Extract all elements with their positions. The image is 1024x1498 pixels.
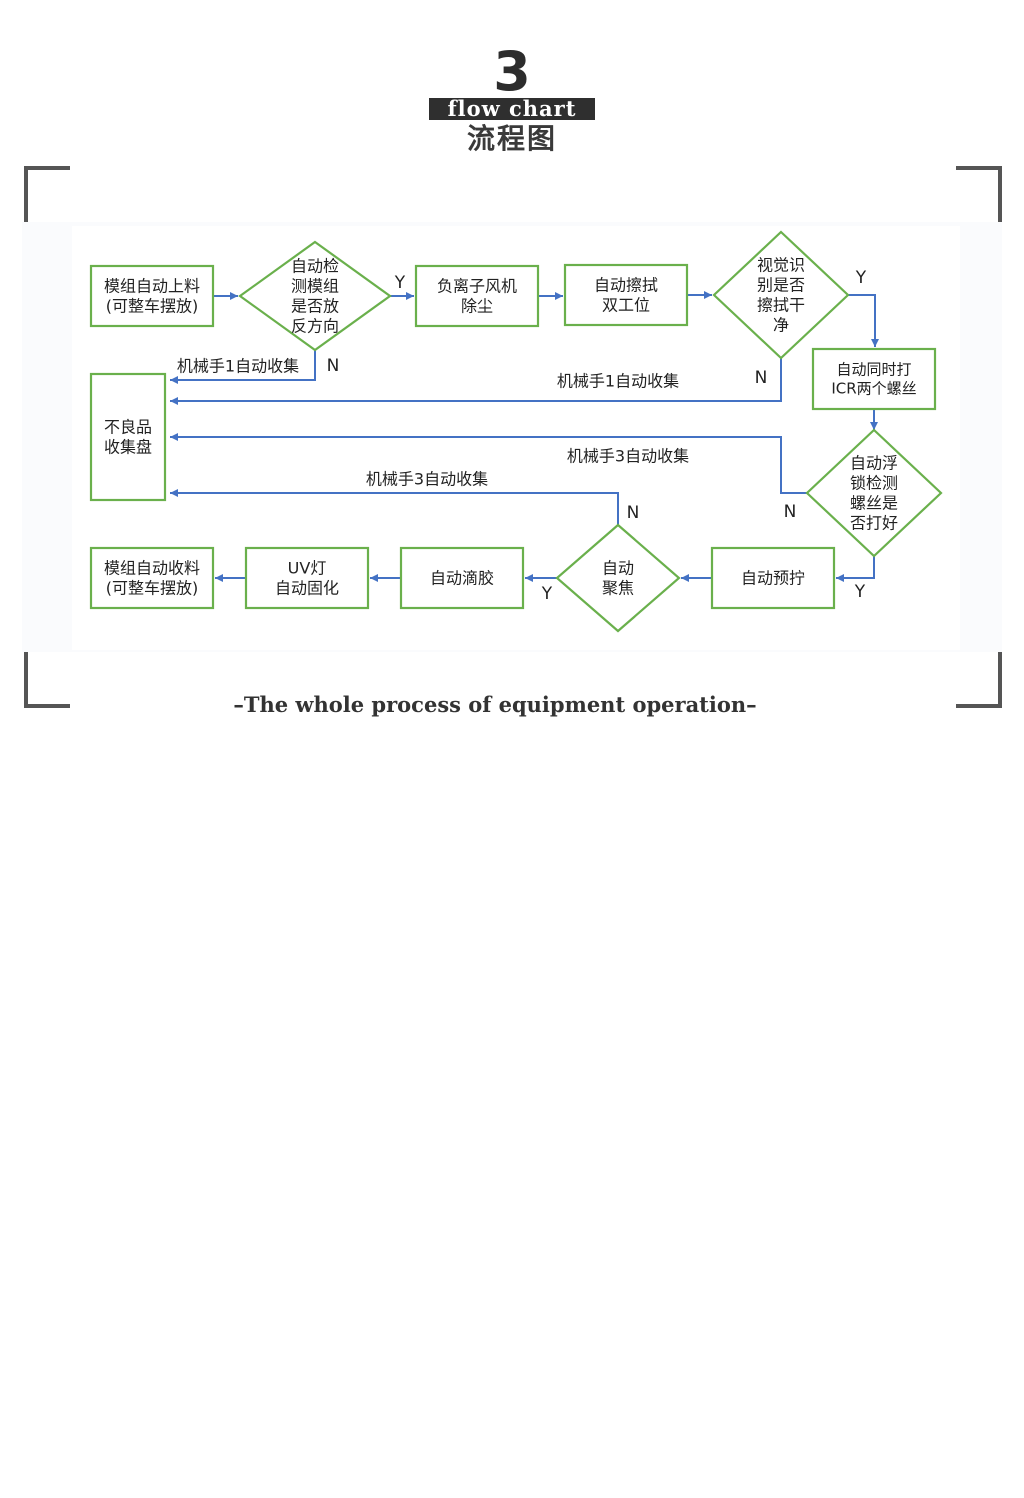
edge-label-n3: N xyxy=(784,502,797,522)
node-label-line: 擦拭干 xyxy=(757,296,805,315)
node-label-line: 测模组 xyxy=(291,277,339,296)
decision-diamond xyxy=(805,428,943,558)
caption: –The whole process of equipment operatio… xyxy=(233,692,757,717)
flow-chart-label: flow chart xyxy=(429,98,595,120)
edge-label-y4: Y xyxy=(541,584,553,604)
edge-check-no-reject xyxy=(170,350,316,384)
decision-diamond xyxy=(555,523,681,633)
edge-label-robot3-b: 机械手3自动收集 xyxy=(366,470,488,489)
node-label-line: 锁检测 xyxy=(850,474,898,493)
node-label-line: 别是否 xyxy=(757,276,805,295)
process-box xyxy=(811,347,937,411)
process-box xyxy=(89,264,215,328)
node-label-line: 自动检 xyxy=(291,257,339,276)
node-label-line: 自动固化 xyxy=(275,579,339,598)
flowchart-edges xyxy=(170,291,879,582)
process-box xyxy=(399,546,525,610)
flowchart-nodes: 模组自动上料(可整车摆放)自动检测模组是否放反方向负离子风机除尘自动擦拭双工位视… xyxy=(89,230,943,633)
node-label-line: 模组自动上料 xyxy=(104,277,200,296)
node-label-line: 自动同时打 xyxy=(836,361,911,379)
node-label-line: 负离子风机 xyxy=(437,277,517,296)
decision-diamond xyxy=(238,240,392,352)
process-box xyxy=(563,263,689,327)
node-label-line: UV灯 xyxy=(288,559,327,578)
edge-label-y2: Y xyxy=(855,268,867,288)
edge-vision-no-reject xyxy=(170,358,782,405)
edge-label-robot3-a: 机械手3自动收集 xyxy=(567,447,689,466)
section-number: 3 xyxy=(493,40,531,103)
process-box xyxy=(244,546,370,610)
edge-label-y1: Y xyxy=(394,273,406,293)
edge-label-robot1-a: 机械手1自动收集 xyxy=(177,357,299,376)
node-label-line: 除尘 xyxy=(461,297,493,316)
node-label-line: 否打好 xyxy=(850,514,898,533)
node-label-line: 是否放 xyxy=(291,297,339,316)
node-label-line: 收集盘 xyxy=(104,438,152,457)
edge-float-to-pretighten xyxy=(836,556,875,582)
process-box xyxy=(414,264,540,328)
process-box xyxy=(89,546,215,610)
edge-label-robot1-b: 机械手1自动收集 xyxy=(557,372,679,391)
node-label-line: 聚焦 xyxy=(602,579,634,598)
frame-corner-top-right xyxy=(956,166,1002,244)
frame-corner-bottom-left xyxy=(24,630,70,708)
process-box xyxy=(710,546,836,610)
frame-corner-bottom-right xyxy=(956,630,1002,708)
node-label-line: 模组自动收料 xyxy=(104,559,200,578)
edge-label-y3: Y xyxy=(854,582,866,602)
decision-diamond xyxy=(712,230,850,360)
edge-label-n4: N xyxy=(627,503,640,523)
edge-float-no-reject xyxy=(170,433,807,494)
node-label-line: 双工位 xyxy=(602,296,650,315)
section-header: 3 flow chart 流程图 xyxy=(0,0,1024,160)
edge-vision-to-screw xyxy=(848,294,879,347)
node-label-line: 自动预拧 xyxy=(741,569,805,588)
node-label-line: 螺丝是 xyxy=(850,494,898,513)
node-label-line: 净 xyxy=(773,316,789,335)
node-label-line: 自动擦拭 xyxy=(594,276,658,295)
node-load: 模组自动上料(可整车摆放) xyxy=(89,264,215,328)
chinese-title: 流程图 xyxy=(466,122,557,155)
node-unload: 模组自动收料(可整车摆放) xyxy=(89,546,215,610)
node-label-line: 视觉识 xyxy=(757,256,805,275)
node-glue: 自动滴胶 xyxy=(399,546,525,610)
edge-label-n1: N xyxy=(327,356,340,376)
node-label-line: 自动滴胶 xyxy=(430,569,494,588)
node-label-line: 自动 xyxy=(602,559,634,578)
edge-focus-no-reject xyxy=(170,489,619,525)
edge-label-n2: N xyxy=(755,368,768,388)
node-label-line: 反方向 xyxy=(291,317,339,336)
frame-corner-top-left xyxy=(24,166,70,244)
node-label-line: (可整车摆放) xyxy=(106,579,199,598)
node-label-line: 不良品 xyxy=(104,418,152,437)
process-box xyxy=(89,372,167,502)
node-label-line: 自动浮 xyxy=(850,454,898,473)
node-label-line: ICR两个螺丝 xyxy=(831,380,916,398)
node-label-line: (可整车摆放) xyxy=(106,297,199,316)
node-pretighten: 自动预拧 xyxy=(710,546,836,610)
flowchart-diagram: 模组自动上料(可整车摆放)自动检测模组是否放反方向负离子风机除尘自动擦拭双工位视… xyxy=(89,230,943,633)
